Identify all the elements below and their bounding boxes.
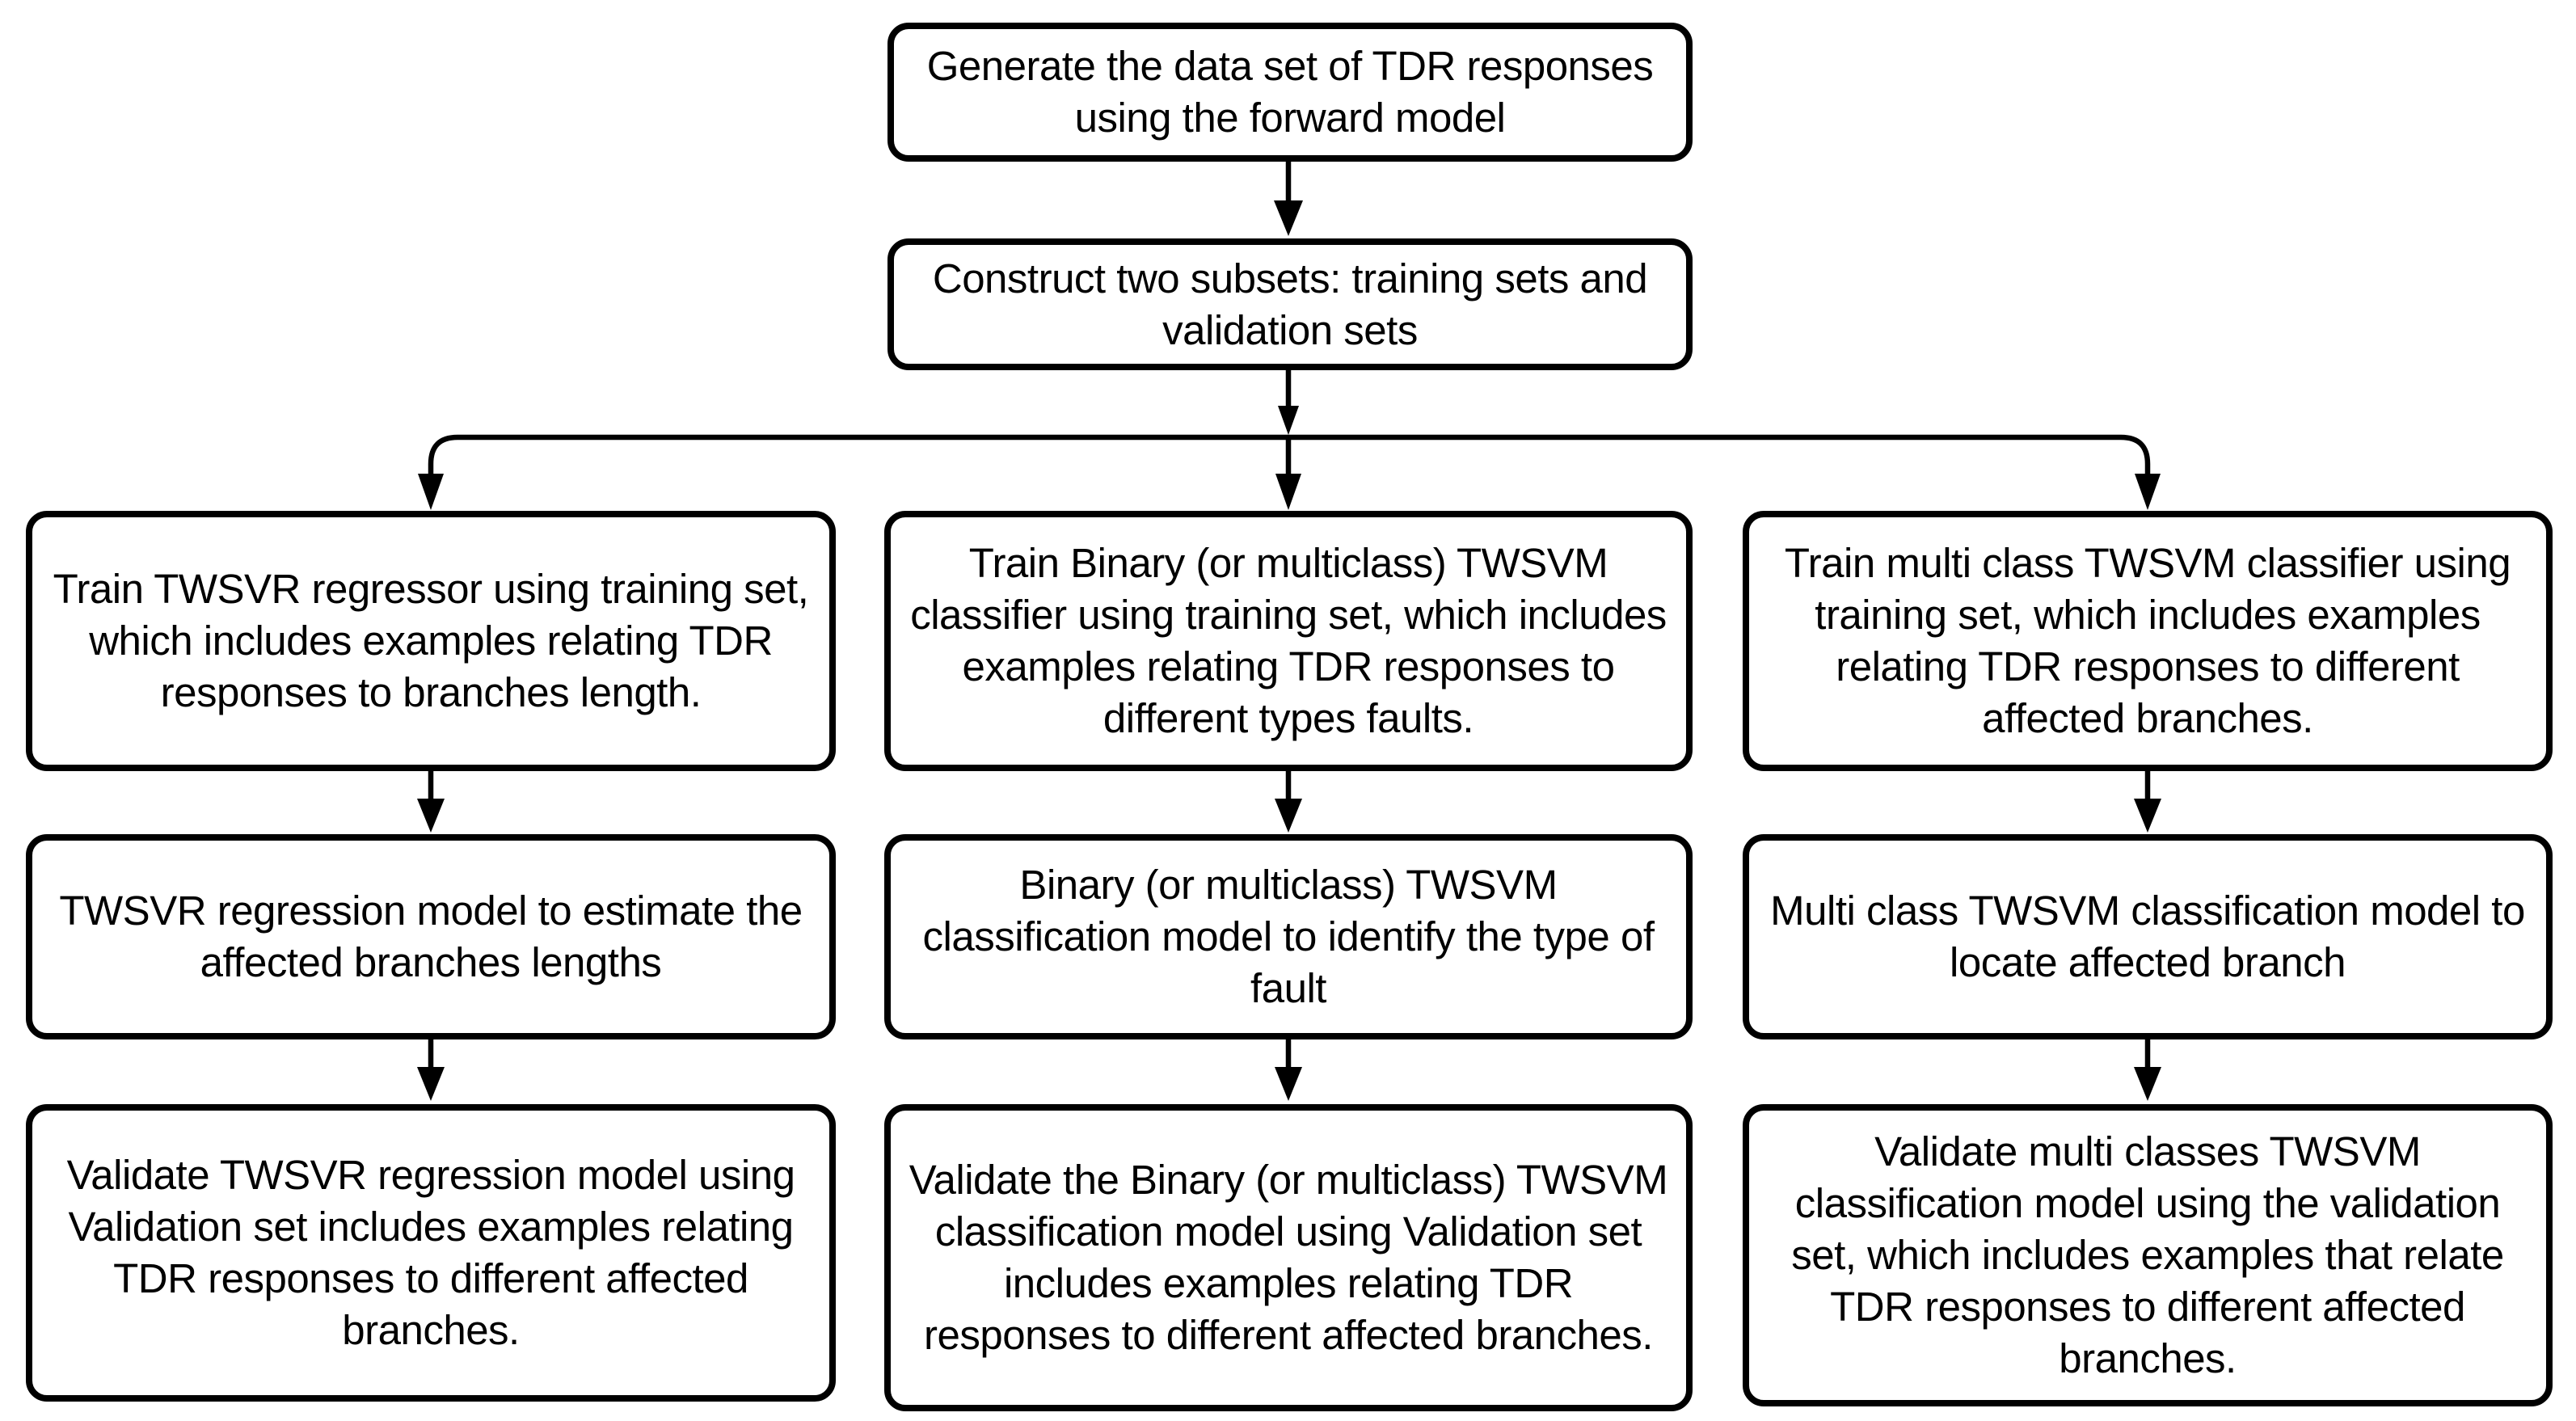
node-validate-multi-twsvm: Validate multi classes TWSVM classificat… bbox=[1743, 1104, 2553, 1406]
arrow-model-to-validate-col2 bbox=[1275, 1039, 1302, 1101]
arrow-train-to-model-col1 bbox=[417, 771, 445, 833]
node-train-binary-twsvm: Train Binary (or multiclass) TWSVM class… bbox=[884, 511, 1693, 771]
node-generate-data: Generate the data set of TDR responses u… bbox=[887, 23, 1693, 162]
node-train-multi-twsvm: Train multi class TWSVM classifier using… bbox=[1743, 511, 2553, 771]
node-twsvr-model: TWSVR regression model to estimate the a… bbox=[26, 834, 836, 1039]
node-construct-subsets: Construct two subsets: training sets and… bbox=[887, 238, 1693, 370]
arrow-train-to-model-col3 bbox=[2134, 771, 2161, 833]
node-validate-twsvr: Validate TWSVR regression model using Va… bbox=[26, 1104, 836, 1402]
node-validate-binary-twsvm: Validate the Binary (or multiclass) TWSV… bbox=[884, 1104, 1693, 1411]
branch-bar bbox=[418, 434, 2161, 510]
node-train-twsvr: Train TWSVR regressor using training set… bbox=[26, 511, 836, 771]
node-multi-twsvm-model: Multi class TWSVM classification model t… bbox=[1743, 834, 2553, 1039]
node-binary-twsvm-model: Binary (or multiclass) TWSVM classificat… bbox=[884, 834, 1693, 1039]
arrow-construct-to-branch bbox=[1278, 369, 1299, 435]
arrow-model-to-validate-col3 bbox=[2134, 1039, 2161, 1101]
arrow-train-to-model-col2 bbox=[1275, 771, 1302, 833]
arrow-model-to-validate-col1 bbox=[417, 1039, 445, 1101]
arrow-generate-to-construct bbox=[1274, 162, 1303, 236]
